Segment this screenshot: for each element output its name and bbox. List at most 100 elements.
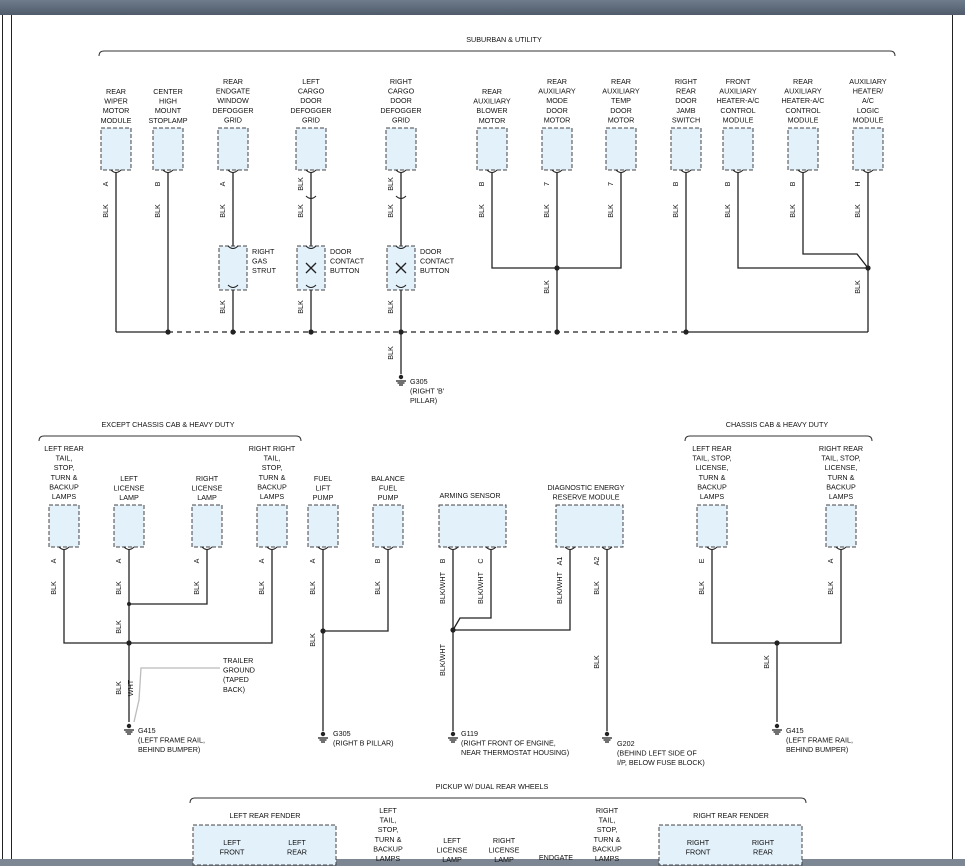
wire-label-strut-below: BLK [218, 300, 227, 314]
wire-label-aux-trunk: BLK [542, 280, 551, 294]
wire-derm-a1 [453, 549, 571, 631]
wire-label-heater-trunk: BLK [853, 280, 862, 294]
wire-label-arming-c: BLK/WHT [476, 571, 485, 604]
component-box-mid-0 [48, 504, 80, 548]
wire-label-top-4: BLK [386, 204, 395, 218]
wire-label-lamps-lower: BLK [114, 681, 123, 695]
left-border-rule [2, 15, 3, 859]
component-box-top-0 [100, 127, 132, 171]
component-box-mid-4 [307, 504, 339, 548]
wire-arming-c [452, 549, 492, 631]
component-box-mid-3 [256, 504, 288, 548]
wire-label-top-2: BLK [218, 204, 227, 218]
pin-label-top-11: H [853, 181, 862, 186]
wire-lamps [63, 549, 273, 644]
pin-label-top-0: A [101, 181, 110, 186]
component-box-top-2 [217, 127, 249, 171]
pin-label-top-8: B [671, 181, 680, 186]
ground-node [450, 731, 456, 737]
section-bracket-suburban [98, 50, 896, 57]
pin-label-mid-3: A [257, 558, 266, 563]
pin-label-mid-2: A [192, 558, 201, 563]
ground-label-g305-top: G305(RIGHT 'B'PILLAR) [410, 377, 445, 405]
splice-license [127, 602, 131, 606]
splice-heater [865, 265, 871, 271]
wire-label-mid-5: BLK [373, 581, 382, 595]
wire-label-top-1: BLK [153, 204, 162, 218]
splice-bus [230, 329, 236, 335]
component-box-mid-2 [191, 504, 223, 548]
splice-bus [683, 329, 689, 335]
bottom-scrollbar[interactable] [0, 859, 965, 866]
left-fender-box [192, 824, 337, 866]
wire-label-arming-b: BLK/WHT [438, 571, 447, 604]
ground-label-g305-mid: G305(RIGHT B PILLAR) [333, 729, 394, 748]
section-title-pickup: PICKUP W/ DUAL REAR WHEELS [436, 782, 549, 791]
pin-label-mid-6: E [697, 558, 706, 563]
wire-label-mid-0: BLK [49, 581, 58, 595]
wire-label-top-7: BLK [606, 204, 615, 218]
pin-label-top-7: 7 [606, 182, 615, 186]
ground-node [320, 731, 326, 737]
component-box-top-3 [295, 127, 327, 171]
pin-label-mid-1: A [114, 558, 123, 563]
pin-label-arming-b: B [438, 558, 447, 563]
component-box-derm [555, 504, 624, 548]
component-box-top-8 [670, 127, 702, 171]
left-fender-label: LEFT REAR FENDER [230, 811, 301, 820]
connector-symbol [305, 195, 317, 199]
right-fender-label: RIGHT REAR FENDER [693, 811, 769, 820]
diagram-frame [11, 15, 953, 859]
component-box-mid-5 [372, 504, 404, 548]
wire-label-top-6: BLK [542, 204, 551, 218]
wire-label-derm-trunk: BLK [592, 655, 601, 669]
component-box-top-11 [852, 127, 884, 171]
ground-node [604, 731, 610, 737]
arming-sensor-label: ARMING SENSOR [439, 491, 500, 500]
section-title-chassis: CHASSIS CAB & HEAVY DUTY [726, 420, 829, 429]
right-fender-box [658, 824, 803, 866]
component-box-top-5 [476, 127, 508, 171]
wire-label-top-8: BLK [671, 204, 680, 218]
component-box-top-1 [152, 127, 184, 171]
component-box-top-9 [722, 127, 754, 171]
pin-label-mid-0: A [49, 558, 58, 563]
section-bracket-chassis [684, 435, 873, 442]
wire-label-mid-1: BLK [114, 581, 123, 595]
connector-symbol [395, 195, 407, 199]
section-title-except-chassis: EXCEPT CHASSIS CAB & HEAVY DUTY [101, 420, 234, 429]
splice-bus [165, 329, 171, 335]
pin-label-top-6: 7 [542, 182, 551, 186]
wire-label-top-5: BLK [477, 204, 486, 218]
wire-label-fuel-trunk: BLK [308, 633, 317, 647]
wire-right-license [129, 549, 208, 605]
wire-label-arming-trunk: BLK/WHT [438, 643, 447, 676]
component-box-top-4 [385, 127, 417, 171]
wire-label-top-9: BLK [723, 204, 732, 218]
wire-chassis-lamps [711, 549, 842, 644]
